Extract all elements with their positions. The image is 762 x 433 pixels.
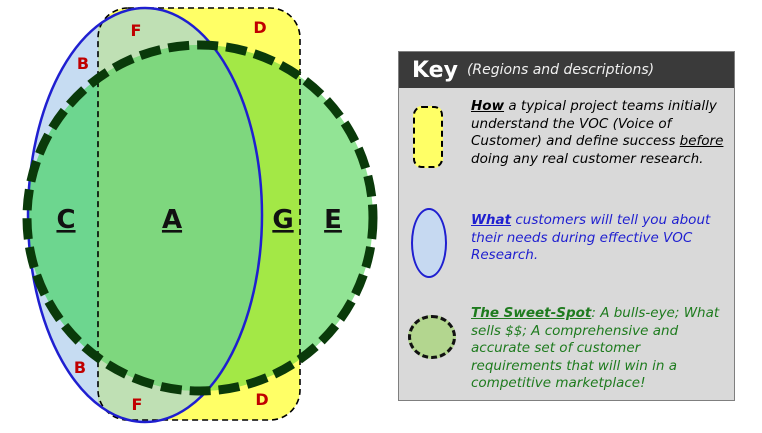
label-e: E (324, 205, 342, 235)
venn-diagram: B F D C A G E B F D (22, 6, 378, 424)
yellow-outline (97, 7, 301, 421)
key-panel: Key (Regions and descriptions) How a typ… (398, 51, 735, 401)
label-c: C (56, 205, 75, 235)
label-f-bottom: F (132, 395, 143, 414)
green-dashed-circle-swatch-icon (408, 315, 456, 359)
key-entry-lead: How (471, 98, 505, 114)
key-entry-lead: What (471, 212, 512, 228)
all-overlap (98, 45, 262, 391)
green-dashed-outline (22, 40, 378, 396)
key-header: Key (Regions and descriptions) (399, 52, 734, 88)
key-title: Key (412, 57, 458, 83)
label-a: A (162, 205, 182, 235)
key-subtitle: (Regions and descriptions) (466, 62, 655, 78)
label-d-top: D (253, 18, 266, 37)
blue-outline (26, 6, 264, 424)
key-entry-text: The Sweet-Spot: A bulls-eye; What sells … (471, 305, 729, 393)
key-entry-body: customers will tell you about their need… (471, 212, 711, 263)
key-entry-body: : A bulls-eye; What sells $$; A comprehe… (471, 305, 720, 391)
key-entry-lead: The Sweet-Spot (471, 305, 592, 321)
key-entry-emphasis: before (679, 133, 724, 149)
yellow-dashed-swatch-icon (413, 106, 443, 168)
blue-ellipse-swatch-icon (411, 208, 447, 278)
label-b-top: B (77, 54, 89, 73)
key-entry-body: a typical project teams initially unders… (471, 98, 717, 149)
key-entry-text: What customers will tell you about their… (471, 212, 729, 265)
label-g: G (272, 205, 293, 235)
label-f-top: F (131, 21, 142, 40)
label-d-bottom: D (255, 390, 268, 409)
key-entry-tail: doing any real customer research. (471, 150, 704, 167)
label-b-bottom: B (74, 358, 86, 377)
key-entry-text: How a typical project teams initially un… (471, 98, 729, 168)
